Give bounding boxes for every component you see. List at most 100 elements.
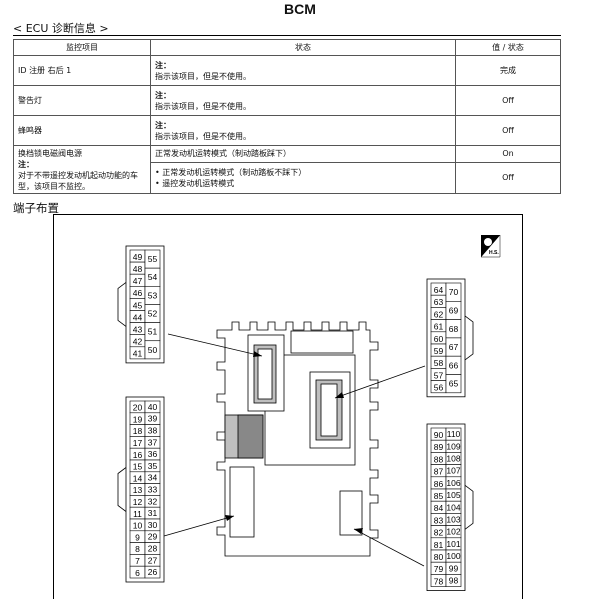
pin-label: 108 [446, 454, 460, 464]
pin-label: 19 [133, 414, 143, 424]
pin-label: 7 [135, 556, 140, 566]
pin-label: 65 [449, 379, 459, 389]
pin-label: 15 [133, 462, 143, 472]
row-value: Off [455, 115, 561, 146]
pin-label: 11 [133, 509, 142, 519]
pin-label: 16 [133, 450, 143, 460]
pin-label: 27 [148, 555, 158, 565]
pin-label: 36 [148, 449, 158, 459]
pin-label: 51 [148, 327, 158, 337]
pin-label: 107 [446, 466, 460, 476]
table-row: ID 注册 右后 1 注：指示该项目，但是不使用。 完成 [13, 55, 561, 86]
pin-label: 62 [434, 309, 444, 319]
pin-label: 13 [133, 485, 143, 495]
pin-label: 37 [148, 437, 158, 447]
pin-label: 110 [447, 429, 461, 439]
pin-label: 64 [434, 285, 444, 295]
pin-label: 83 [434, 515, 444, 525]
pin-label: 47 [133, 276, 143, 286]
pin-label: 48 [133, 264, 143, 274]
pin-label: 6 [135, 568, 140, 578]
svg-text:H.S.: H.S. [489, 250, 499, 256]
pin-label: 56 [434, 383, 444, 393]
pin-label: 82 [434, 528, 444, 538]
leader-line [163, 515, 235, 537]
section-rule [13, 35, 561, 36]
pin-label: 8 [135, 544, 140, 554]
pin-label: 99 [449, 563, 459, 573]
pin-label: 59 [434, 346, 444, 356]
pin-label: 61 [434, 322, 444, 332]
pin-label: 33 [148, 485, 158, 495]
leader-lines [163, 333, 426, 567]
row-state: 注：指示该项目，但是不使用。 [150, 115, 456, 146]
section-ecu-title: < ECU 诊断信息 > [13, 22, 109, 35]
pin-label: 60 [434, 334, 444, 344]
row-value: Off [455, 85, 561, 116]
connector-upper_left [117, 245, 165, 364]
leader-line [353, 528, 425, 567]
connector-lower_right [426, 423, 474, 592]
pin-label: 101 [446, 539, 460, 549]
terminal-layout-diagram [53, 214, 523, 599]
pin-label: 86 [434, 479, 444, 489]
pin-label: 88 [434, 454, 444, 464]
pin-label: 79 [434, 564, 444, 574]
pin-label: 80 [434, 552, 444, 562]
pin-label: 42 [133, 337, 143, 347]
pin-label: 43 [133, 325, 143, 335]
pin-label: 46 [133, 288, 143, 298]
leader-arrows [225, 351, 363, 534]
pin-label: 18 [133, 426, 143, 436]
pin-label: 109 [446, 441, 460, 451]
section-terminal-title: 端子布置 [13, 201, 59, 215]
pin-label: 78 [434, 576, 444, 586]
pin-label: 39 [148, 414, 158, 424]
pin-label: 84 [434, 503, 444, 513]
pin-label: 106 [446, 478, 460, 488]
pin-label: 66 [449, 360, 459, 370]
pin-label: 105 [446, 490, 460, 500]
pin-label: 90 [434, 430, 444, 440]
leader-line [334, 365, 426, 399]
connector-upper_right [426, 278, 474, 398]
row-item: ID 注册 右后 1 [13, 55, 151, 86]
pin-label: 58 [434, 358, 444, 368]
pin-label: 100 [446, 551, 460, 561]
pin-label: 12 [133, 497, 143, 507]
row-value-b: Off [455, 161, 561, 195]
pin-label: 10 [133, 521, 143, 531]
pin-label: 35 [148, 461, 158, 471]
pin-label: 55 [148, 254, 158, 264]
pin-label: 89 [434, 442, 444, 452]
pin-label: 63 [434, 297, 444, 307]
bcm-socket-b [309, 371, 351, 449]
pin-label: 17 [133, 438, 143, 448]
pin-label: 85 [434, 491, 444, 501]
row-value: 完成 [455, 55, 561, 86]
pin-label: 98 [449, 576, 459, 586]
pin-label: 9 [135, 532, 140, 542]
page-title: BCM [284, 1, 316, 17]
table-row: • 正常发动机运转模式（制动踏板不踩下）• 遥控发动机运转模式 Off [14, 161, 561, 195]
row-item: 换档锁电磁阀电源注：对于不带遥控发动机起动功能的车型，该项目不监控。 [13, 145, 151, 194]
pin-label: 45 [133, 300, 143, 310]
pin-label: 44 [133, 312, 143, 322]
pin-label: 87 [434, 467, 444, 477]
pin-label: 104 [446, 502, 460, 512]
pin-label: 31 [148, 508, 158, 518]
pin-label: 29 [148, 532, 158, 542]
pin-label: 102 [446, 527, 460, 537]
pin-label: 20 [133, 403, 143, 413]
row-state: 注：指示该项目，但是不使用。 [150, 55, 456, 86]
row-item: 蜂鸣器 [13, 115, 151, 146]
pin-label: 41 [133, 349, 143, 359]
table-row: 蜂鸣器 注：指示该项目，但是不使用。 Off [13, 115, 561, 146]
pin-label: 67 [449, 342, 459, 352]
pin-label: 40 [148, 402, 158, 412]
pin-label: 103 [446, 515, 460, 525]
bcm-socket-a [247, 334, 285, 412]
pin-label: 54 [148, 272, 158, 282]
row-state-b: • 正常发动机运转模式（制动踏板不踩下）• 遥控发动机运转模式 [150, 161, 456, 195]
